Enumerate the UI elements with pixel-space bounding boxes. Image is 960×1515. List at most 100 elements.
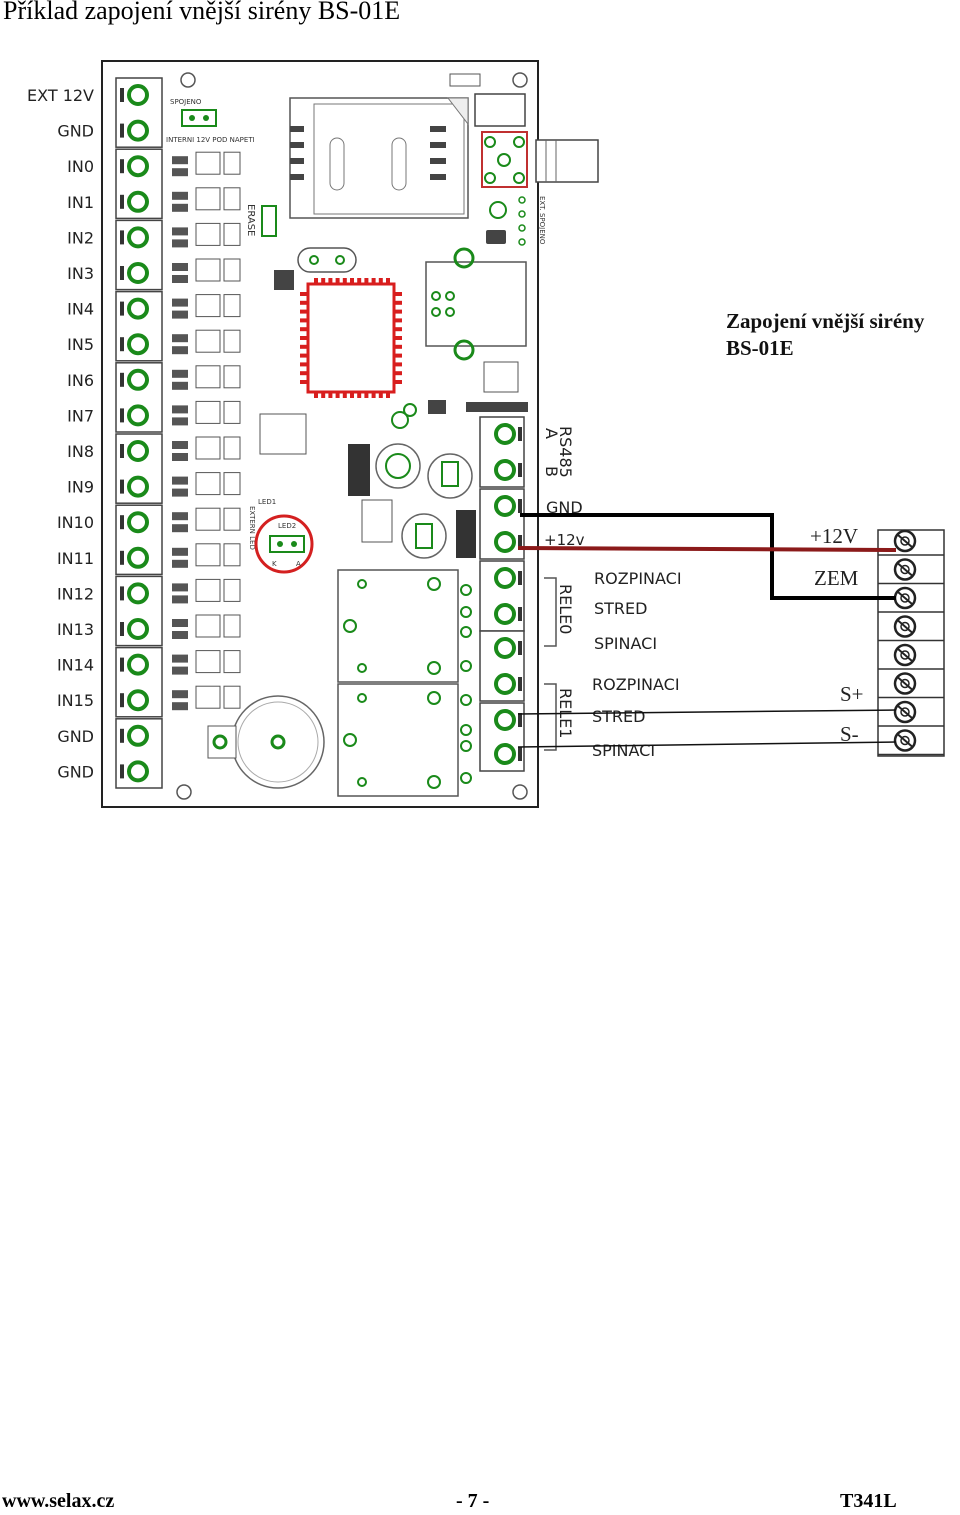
terminal-screw [127,84,149,106]
terminal-screw [127,582,149,605]
terminal-screw [127,368,149,391]
mounting-hole [180,72,196,88]
terminal-label: IN12 [57,584,94,603]
wire-sminus [517,741,897,748]
page-title: Příklad zapojení vnější sirény BS-01E [3,0,401,25]
right-terminal-block [479,416,525,772]
svg-text:STRED: STRED [592,707,645,726]
terminal-screw [127,653,149,676]
input-resistor [172,436,241,461]
footer-page-number: - 7 - [456,1490,490,1512]
terminal-screw [127,297,149,320]
svg-text:A: A [296,560,301,568]
svg-text:EXTERN LED: EXTERN LED [248,506,256,550]
terminal-screw [494,567,516,589]
middle-components [259,400,476,559]
input-resistor [172,187,241,212]
input-resistor [172,578,241,604]
svg-text:+12V: +12V [810,524,858,548]
small-components [449,73,526,246]
svg-text:S+: S+ [840,682,864,706]
terminal-screw [494,709,516,731]
relay-0 [337,569,459,683]
terminal-label: IN15 [57,691,94,710]
left-terminal-labels: EXT 12VGNDIN0IN1IN2IN3IN4IN5IN6IN7IN8IN9… [27,86,94,781]
svg-text:K: K [272,560,277,568]
terminal-screw [127,155,149,178]
svg-text:SPINACI: SPINACI [592,741,655,760]
mcu-chip [300,278,402,398]
terminal-block [479,630,525,702]
terminal-screw [494,459,516,481]
svg-text:RS485: RS485 [556,426,575,478]
terminal-label: GND [57,727,94,746]
terminal-screw [127,440,149,462]
mounting-hole [176,784,192,800]
wire-12v [517,546,897,552]
terminal-label: IN10 [57,513,94,532]
terminal-screw [127,262,149,284]
terminal-block [479,702,525,772]
terminal-label: IN6 [67,371,94,390]
terminal-label: IN3 [67,264,94,283]
terminal-screw [127,618,149,640]
footer-website: www.selax.cz [2,1490,115,1512]
relay-1 [337,683,459,797]
input-resistor [172,650,241,675]
input-resistor [172,507,241,533]
input-resistor [172,685,241,711]
terminal-screw [494,637,516,659]
svg-text:B: B [542,466,561,477]
svg-text:STRED: STRED [594,599,647,618]
terminal-label: IN8 [67,442,94,461]
right-terminal-labels: RS485 A B GND +12v ROZPINACI STRED SPINA… [542,426,682,760]
wires [517,513,897,748]
input-resistor [172,329,241,355]
siren-terminal-strip [877,529,945,757]
terminal-label: IN2 [67,228,94,247]
svg-text:ZEM: ZEM [814,566,859,590]
terminal-screw [127,724,149,747]
terminal-label: GND [57,122,94,141]
svg-text:ROZPINACI: ROZPINACI [594,569,682,588]
input-resistor [172,472,241,497]
wiring-diagram: EXT 12VGNDIN0IN1IN2IN3IN4IN5IN6IN7IN8IN9… [27,60,945,808]
svg-text:LED2: LED2 [278,522,296,530]
wire-splus [517,709,897,715]
terminal-label: IN14 [57,656,94,675]
terminal-screw [494,423,516,445]
svg-text:ROZPINACI: ROZPINACI [592,675,680,694]
input-resistor [172,543,241,568]
caption-line-1: Zapojení vnější sirény [726,309,925,333]
terminal-label: IN7 [67,406,94,425]
svg-text:INTERNI 12V POD NAPETI: INTERNI 12V POD NAPETI [166,136,255,144]
svg-text:SPINACI: SPINACI [594,634,657,653]
input-resistor [172,400,241,426]
caption-line-2: BS-01E [726,336,794,360]
crystal [274,247,357,290]
relay-diodes [460,584,472,784]
terminal-screw [127,333,149,356]
svg-text:S-: S- [840,722,859,746]
rs485-module [425,247,528,412]
terminal-label: IN4 [67,300,94,319]
terminal-label: IN5 [67,335,94,354]
terminal-block [479,560,525,632]
antenna-connector: EXT. SPOJENO [474,93,599,245]
terminal-screw [494,603,516,625]
svg-text:A: A [542,428,561,439]
terminal-screw [127,511,149,534]
svg-text:+12v: +12v [544,531,585,549]
input-resistor [172,614,241,639]
spojeno-jumper: SPOJENO INTERNI 12V POD NAPETI [166,98,255,144]
input-resistor [172,258,241,283]
input-resistor [172,294,241,319]
gsm-module [289,97,469,219]
terminal-screw [127,404,149,427]
terminal-screw [494,531,516,553]
erase-jumper: ERASE [245,204,277,237]
svg-text:LED1: LED1 [258,498,276,506]
terminal-block [479,488,525,560]
svg-text:EXT. SPOJENO: EXT. SPOJENO [538,196,546,245]
terminal-label: EXT 12V [27,86,94,105]
